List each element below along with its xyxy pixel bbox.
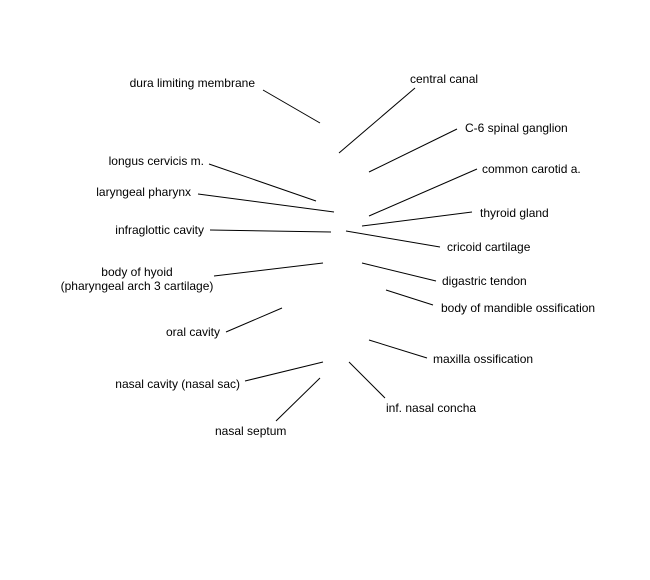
- label-laryngeal-pharynx: laryngeal pharynx: [96, 185, 191, 199]
- leader-hyoid: [213, 262, 324, 277]
- label-dura-limiting-membrane: dura limiting membrane: [129, 76, 255, 90]
- leader-longus: [208, 163, 317, 202]
- leader-cricoid: [345, 230, 441, 248]
- leader-carotid: [368, 168, 478, 217]
- leader-central-canal: [338, 87, 416, 154]
- label-c6-spinal-ganglion: C-6 spinal ganglion: [465, 121, 568, 135]
- label-body-of-hyoid-line1: body of hyoid: [101, 265, 173, 279]
- label-digastric-tendon: digastric tendon: [442, 274, 527, 288]
- label-body-of-hyoid-line2: (pharyngeal arch 3 cartilage): [60, 279, 214, 293]
- leader-dura: [262, 89, 321, 124]
- label-inf-nasal-concha: inf. nasal concha: [386, 401, 477, 415]
- leader-septum: [275, 377, 321, 422]
- label-nasal-septum: nasal septum: [215, 424, 287, 438]
- label-cricoid-cartilage: cricoid cartilage: [447, 240, 531, 254]
- leader-nasal-cavity: [244, 361, 324, 382]
- label-longus-cervicis: longus cervicis m.: [108, 154, 204, 168]
- label-nasal-cavity: nasal cavity (nasal sac): [115, 377, 240, 391]
- leader-c6-ganglion: [368, 128, 458, 173]
- leader-mandible: [385, 289, 434, 306]
- label-central-canal: central canal: [410, 72, 479, 86]
- leader-concha: [348, 361, 386, 399]
- leader-maxilla: [368, 339, 428, 359]
- label-infraglottic-cavity: infraglottic cavity: [115, 223, 204, 237]
- label-body-of-mandible-ossification: body of mandible ossification: [441, 301, 596, 315]
- label-oral-cavity: oral cavity: [165, 325, 220, 339]
- label-maxilla-ossification: maxilla ossification: [433, 352, 534, 366]
- leader-infraglottic: [209, 229, 332, 233]
- label-thyroid-gland: thyroid gland: [480, 206, 549, 220]
- label-common-carotid: common carotid a.: [482, 162, 581, 176]
- leader-laryngeal: [197, 193, 335, 213]
- leader-thyroid: [361, 211, 473, 227]
- leader-oral: [225, 307, 283, 333]
- label-body-of-hyoid: body of hyoid (pharyngeal arch 3 cartila…: [52, 265, 222, 293]
- leader-digastric: [361, 262, 437, 282]
